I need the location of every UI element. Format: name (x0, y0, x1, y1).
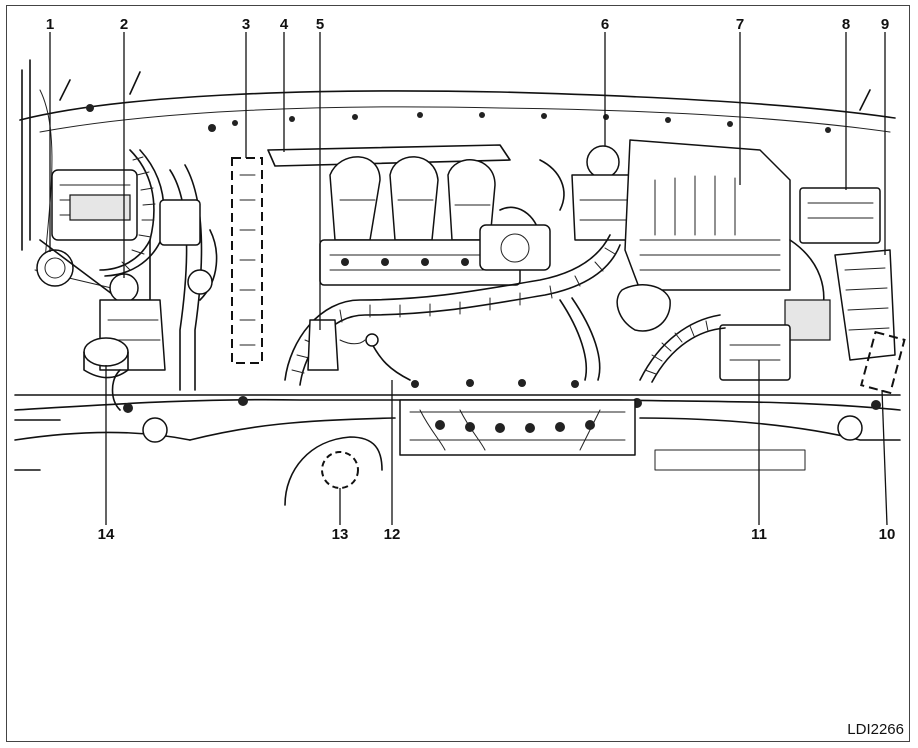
figure-code: LDI2266 (847, 721, 904, 738)
callout-1: 1 (45, 16, 55, 33)
callout-7: 7 (735, 16, 745, 33)
callout-10: 10 (878, 526, 896, 543)
callout-6: 6 (600, 16, 610, 33)
callout-11: 11 (751, 526, 767, 543)
callout-8: 8 (841, 16, 851, 33)
callout-9: 9 (880, 16, 890, 33)
callout-5: 5 (315, 16, 325, 33)
callout-4: 4 (279, 16, 289, 33)
callout-3: 3 (241, 16, 251, 33)
callout-14: 14 (97, 526, 115, 543)
callout-12: 12 (383, 526, 401, 543)
callout-13: 13 (331, 526, 349, 543)
callout-2: 2 (119, 16, 129, 33)
